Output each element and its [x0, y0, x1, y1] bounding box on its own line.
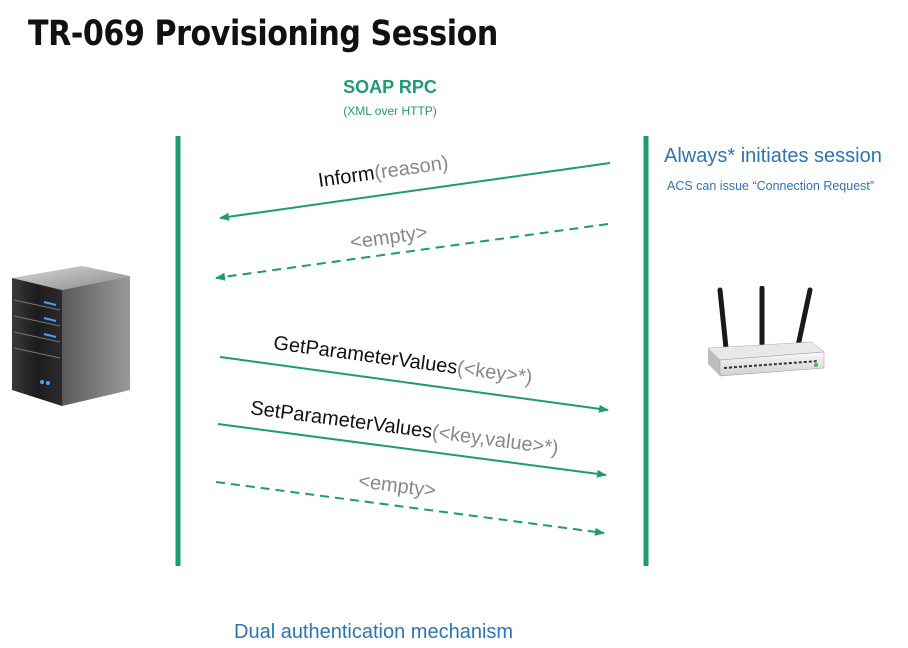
empty-request-arrow	[215, 481, 605, 536]
page-title: TR-069 Provisioning Session	[28, 14, 498, 54]
footer-note: Dual authentication mechanism	[234, 621, 514, 643]
get-parameter-values-arrow	[219, 356, 609, 413]
cpe-headline: Always* initiates session	[664, 145, 882, 167]
soap-rpc-label: SOAP RPC	[343, 77, 437, 97]
server-icon	[12, 266, 130, 406]
wifi-router-icon	[707, 286, 825, 377]
soap-rpc-sublabel: (XML over HTTP)	[343, 104, 437, 118]
empty-response-arrow	[215, 223, 609, 281]
cpe-note: ACS can issue “Connection Request”	[667, 179, 875, 193]
inform-arrow	[219, 162, 611, 221]
set-parameter-values-arrow	[217, 423, 607, 478]
